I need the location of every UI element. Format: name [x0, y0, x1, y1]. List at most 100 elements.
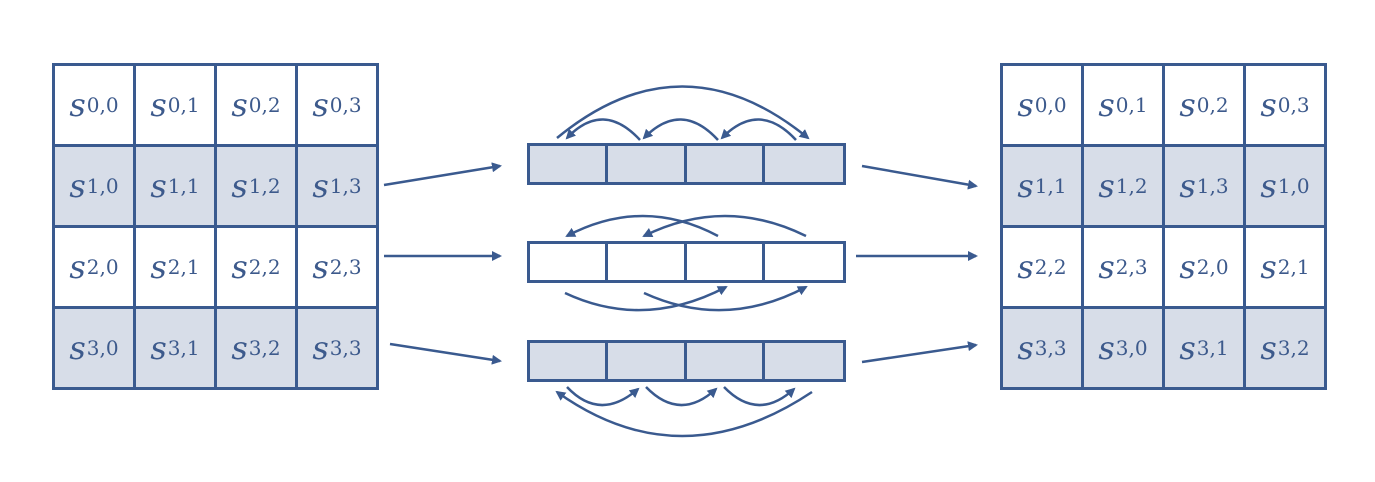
cell-symbol: s — [1179, 329, 1196, 367]
row-1-shift-arc-3 — [720, 118, 797, 141]
cell-index: 3,1 — [1196, 336, 1229, 360]
cell-symbol: s — [312, 329, 329, 367]
cell-symbol: s — [1260, 167, 1277, 205]
row-1-wrap-arc — [556, 85, 810, 140]
cell-symbol: s — [312, 167, 329, 205]
cell-index: 1,3 — [329, 174, 362, 198]
bar-slot — [608, 244, 687, 280]
cell-index: 2,0 — [86, 255, 119, 279]
cell-symbol: s — [1260, 248, 1277, 286]
row-3-shift-arc-1 — [566, 386, 640, 407]
cell-index: 1,2 — [248, 174, 281, 198]
cell-index: 0,1 — [167, 93, 200, 117]
cell-symbol: s — [231, 248, 248, 286]
cell-index: 0,2 — [248, 93, 281, 117]
cell-symbol: s — [231, 329, 248, 367]
bar-slot — [530, 244, 609, 280]
cell-symbol: s — [69, 167, 86, 205]
cell-symbol: s — [1098, 329, 1115, 367]
cell-index: 3,2 — [1277, 336, 1310, 360]
bar-slot — [608, 343, 687, 379]
cell-symbol: s — [1179, 86, 1196, 124]
row-1-shift-arc-2 — [642, 118, 719, 141]
row-1-shift-arc-1 — [565, 118, 641, 141]
cell-symbol: s — [312, 86, 329, 124]
cell-symbol: s — [1260, 86, 1277, 124]
bar-slot — [686, 146, 765, 182]
cell-symbol: s — [1098, 167, 1115, 205]
cell-index: 1,2 — [1115, 174, 1148, 198]
cell-symbol: s — [231, 167, 248, 205]
cell-index: 0,1 — [1115, 93, 1148, 117]
row-1-in-arrow — [383, 162, 502, 187]
cell-symbol: s — [69, 86, 86, 124]
bar-slot — [530, 146, 609, 182]
cell-index: 1,1 — [1034, 174, 1067, 198]
cell-index: 3,3 — [1034, 336, 1067, 360]
row-1-out-arrow — [861, 164, 978, 190]
cell-index: 2,1 — [1277, 255, 1310, 279]
bar-slot — [764, 146, 843, 182]
row-3-shift-arc-2 — [645, 386, 718, 407]
shift-bar-row-3 — [527, 340, 846, 382]
bar-slot — [764, 343, 843, 379]
cell-symbol: s — [1098, 248, 1115, 286]
row-2-shift-arc-1 — [565, 214, 719, 238]
cell-index: 0,2 — [1196, 93, 1229, 117]
cell-symbol: s — [1017, 86, 1034, 124]
cell-symbol: s — [312, 248, 329, 286]
cell-index: 2,2 — [1034, 255, 1067, 279]
cell-index: 3,1 — [167, 336, 200, 360]
cell-index: 3,0 — [86, 336, 119, 360]
bar-slot — [686, 343, 765, 379]
bar-slot — [764, 244, 843, 280]
shift-bar-row-2 — [527, 241, 846, 283]
cell-index: 2,0 — [1196, 255, 1229, 279]
cell-index: 0,3 — [329, 93, 362, 117]
row-2-shift-arc-2 — [642, 214, 807, 238]
cell-index: 2,3 — [1115, 255, 1148, 279]
cell-symbol: s — [1179, 167, 1196, 205]
cell-symbol: s — [69, 329, 86, 367]
cell-index: 2,2 — [248, 255, 281, 279]
cell-index: 3,0 — [1115, 336, 1148, 360]
bar-slot — [530, 343, 609, 379]
cell-symbol: s — [150, 248, 167, 286]
cell-symbol: s — [231, 86, 248, 124]
cell-symbol: s — [150, 86, 167, 124]
row-2-wrap-arc-1 — [564, 285, 728, 312]
cell-symbol: s — [1017, 329, 1034, 367]
cell-index: 2,3 — [329, 255, 362, 279]
cell-index: 0,3 — [1277, 93, 1310, 117]
row-3-shift-arc-3 — [723, 386, 796, 407]
shift-bar-row-1 — [527, 143, 846, 185]
cell-index: 1,1 — [167, 174, 200, 198]
